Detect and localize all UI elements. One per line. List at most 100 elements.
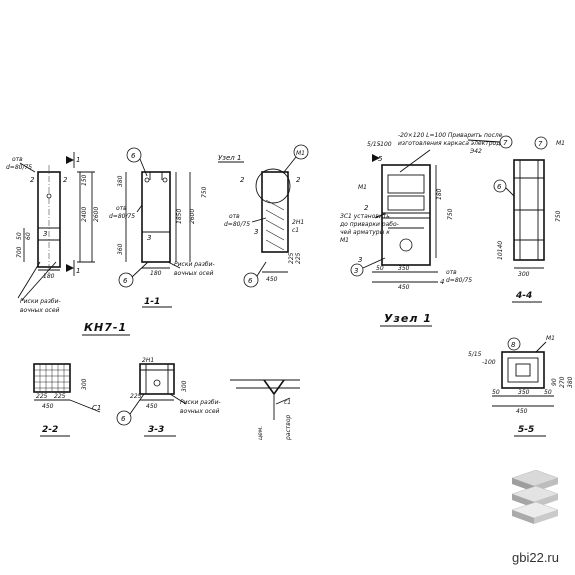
dim-225-22-a: 225 (36, 393, 48, 400)
section-3-3-outline (139, 363, 175, 395)
dim-350-55: 350 (518, 389, 530, 396)
section-5-5-outline (501, 351, 545, 389)
dim-180-11: 180 (150, 270, 162, 277)
dim-450-node1: 450 (398, 284, 410, 291)
dim-750-44: 750 (555, 210, 562, 222)
dim-180-elev: 180 (43, 273, 55, 280)
note-diameter-11: d=80/75 (109, 213, 135, 220)
dim-360: 360 (117, 243, 124, 255)
dim-10140-44: 10140 (497, 241, 504, 260)
mark-3-node1: 3 (358, 256, 362, 264)
mark-2n1: 2Н1 (292, 219, 304, 226)
site-logo-icon (511, 470, 559, 524)
mark-2-node-right: 2 (296, 176, 301, 184)
dim-225-node-a: 225 (295, 252, 302, 264)
section-2-2-view: 300 225 225 450 С1 2-2 (33, 363, 101, 437)
section-5-5-title: 5-5 (518, 425, 534, 435)
callout-6-top (126, 147, 142, 163)
mark-2-node1: 2 (364, 204, 369, 212)
section-arrow-icon (66, 156, 74, 164)
callout-6-44 (493, 179, 507, 193)
node-callout-view: Узел 1 М1 2 2 отв d=80/75 2Н1 с1 3 225 2… (218, 144, 309, 288)
dim-750-node1: 750 (447, 208, 454, 220)
anchor-hole (153, 379, 161, 387)
dim-450-22: 450 (42, 403, 54, 410)
section-arrow-icon (66, 264, 74, 272)
callout-m1 (293, 144, 309, 160)
node-1-detail-view: 5/15 -100 5 М1 2 -20×120 L=100 Приварить… (339, 132, 513, 327)
dim-1850: 1850 (176, 209, 183, 224)
section-1-1-outline (141, 171, 171, 263)
rebar-grid (34, 364, 70, 392)
weld-note-line2: изготовления каркаса электродом (398, 140, 509, 147)
mark-c1-22: С1 (92, 404, 101, 412)
mark-m1-55: М1 (546, 335, 555, 342)
note-otv-11: отв (116, 205, 127, 212)
note-zc1-line4: М1 (340, 237, 349, 244)
section-3-3-view: 2Н1 300 450 225 6 Риски разби- вочных ос… (116, 357, 221, 437)
weld-note-line3: Э42 (469, 148, 482, 155)
dim-225-33: 225 (130, 393, 142, 400)
section-5-5-fraction: 5/15 (468, 351, 482, 358)
section-4-4-view: 7 М1 6 750 10140 300 4-4 (493, 136, 565, 303)
section-5-fraction: 5/15 (367, 141, 381, 148)
mark-2-node-left: 2 (240, 176, 245, 184)
section-2-2-title: 2-2 (42, 425, 58, 435)
callout-7-44 (534, 136, 548, 150)
mark-m1-node: М1 (358, 184, 367, 191)
mark-m1-44: М1 (556, 140, 565, 147)
column-outline (37, 171, 61, 268)
note-otv: отв (12, 156, 23, 163)
section-3-3-title: 3-3 (148, 425, 164, 435)
dim-300-22: 300 (81, 378, 88, 390)
dim-750: 750 (201, 186, 208, 198)
node-column-outline (261, 171, 289, 253)
note-diameter-node1: d=80/75 (446, 277, 472, 284)
callout-6-top-label: 6 (131, 152, 136, 160)
dim-60: 60 (25, 232, 32, 240)
callout-8-55 (507, 337, 521, 351)
dim-225-node-b: 225 (288, 252, 295, 264)
note-otv-node1: отв (446, 269, 457, 276)
note-zc1-line1: ЗС1 установить (340, 213, 390, 220)
callout-m1-label: М1 (296, 150, 305, 157)
cut-mark-1-bottom: 1 (76, 267, 80, 275)
mark-3-elev: 3 (43, 230, 47, 238)
rebar-hatch (265, 199, 285, 251)
section-1-1-view: 6 отв d=80/75 380 360 1850 2600 750 180 … (109, 147, 215, 308)
callout-3-node1-label: 3 (354, 267, 358, 275)
elevation-view: отв d=80/75 2 2 1 1 150 2400 2600 700 50… (6, 152, 100, 314)
dim-2400: 2400 (81, 207, 88, 222)
note-riski-33-line1: Риски разби- (180, 399, 221, 406)
dim-2600-11: 2600 (189, 209, 196, 224)
mark-2n1-33: 2Н1 (142, 357, 154, 364)
dim-2600: 2600 (93, 207, 100, 222)
callout-8-55-label: 8 (511, 341, 516, 349)
dim-50-55-a: 50 (492, 389, 500, 396)
cut-mark-1-top: 1 (76, 156, 80, 164)
cut-mark-4: 4 (440, 278, 444, 286)
note-riski-11-line1: Риски разби- (174, 261, 215, 268)
mark-c1-lower: с1 (292, 227, 299, 234)
callout-7-44-label: 7 (538, 140, 543, 148)
joint-note-cement: цем. (257, 426, 264, 440)
dim-180-node1: 180 (436, 188, 443, 200)
note-riski-33-line2: вочных осей (180, 408, 220, 415)
joint-note-grout: раствор (285, 415, 292, 441)
callout-6-44-label: 6 (497, 183, 502, 191)
mark-2-left: 2 (30, 176, 35, 184)
cut-mark-5-top: 5 (378, 155, 383, 163)
dim-90-55: 90 (551, 378, 558, 386)
callout-6-node (243, 272, 259, 288)
joint-sketch-view: с1 цем. раствор (230, 379, 300, 441)
watermark-text: gbi22.ru (512, 550, 559, 565)
section-4-4-title: 4-4 (515, 291, 532, 301)
node-1-opening (399, 238, 413, 252)
callout-6-bottom-label: 6 (123, 277, 128, 285)
dim-300-44: 300 (518, 271, 530, 278)
callout-6-33 (116, 410, 132, 426)
mark-2-right: 2 (63, 176, 68, 184)
callout-7-node1-label: 7 (503, 139, 508, 147)
note-otv-node: отв (229, 213, 240, 220)
